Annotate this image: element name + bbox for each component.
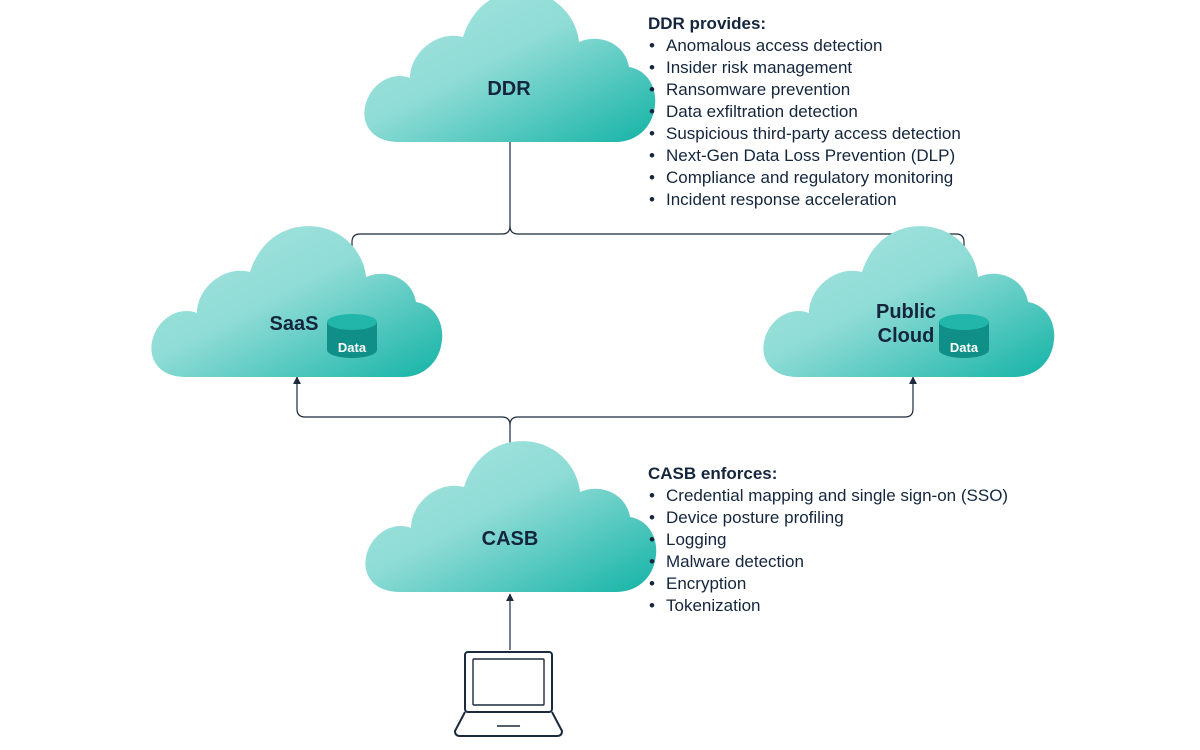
ddr-cloud: DDR xyxy=(364,0,656,142)
casb-cloud-label: CASB xyxy=(482,528,539,550)
list-item: Next-Gen Data Loss Prevention (DLP) xyxy=(648,145,961,167)
list-item: Device posture profiling xyxy=(648,507,1008,529)
public-cloud-database-icon: Data xyxy=(939,314,989,358)
ddr-capabilities: DDR provides: Anomalous access detection… xyxy=(648,13,961,211)
public-cloud: Public Cloud xyxy=(763,226,1055,377)
saas-cloud: SaaS xyxy=(151,226,443,377)
list-item: Credential mapping and single sign-on (S… xyxy=(648,485,1008,507)
public-cloud-label-line1: Public xyxy=(876,301,936,323)
list-item: Anomalous access detection xyxy=(648,35,961,57)
ddr-connector-trunk xyxy=(509,142,968,319)
public-cloud-label-line2: Cloud xyxy=(878,325,935,347)
list-item: Tokenization xyxy=(648,595,1008,617)
list-item: Data exfiltration detection xyxy=(648,101,961,123)
casb-capabilities-heading: CASB enforces: xyxy=(648,464,778,483)
saas-cloud-label: SaaS xyxy=(270,313,319,335)
list-item: Encryption xyxy=(648,573,1008,595)
saas-database-icon: Data xyxy=(327,314,377,358)
casb-capabilities-list: Credential mapping and single sign-on (S… xyxy=(648,485,1008,617)
public-cloud-data-label: Data xyxy=(950,340,979,355)
casb-to-saas-connector xyxy=(293,376,511,426)
ddr-capabilities-heading: DDR provides: xyxy=(648,14,767,33)
connectors xyxy=(293,142,968,650)
saas-data-label: Data xyxy=(338,340,367,355)
list-item: Ransomware prevention xyxy=(648,79,961,101)
list-item: Logging xyxy=(648,529,1008,551)
laptop-icon xyxy=(454,651,563,737)
ddr-to-saas-connector xyxy=(348,225,511,319)
list-item: Compliance and regulatory monitoring xyxy=(648,167,961,189)
ddr-cloud-label: DDR xyxy=(487,78,531,100)
casb-capabilities: CASB enforces: Credential mapping and si… xyxy=(648,463,1008,617)
ddr-capabilities-list: Anomalous access detection Insider risk … xyxy=(648,35,961,211)
casb-cloud: CASB xyxy=(365,441,657,592)
casb-to-public-cloud-connector xyxy=(509,376,917,465)
list-item: Suspicious third-party access detection xyxy=(648,123,961,145)
list-item: Malware detection xyxy=(648,551,1008,573)
list-item: Incident response acceleration xyxy=(648,189,961,211)
list-item: Insider risk management xyxy=(648,57,961,79)
